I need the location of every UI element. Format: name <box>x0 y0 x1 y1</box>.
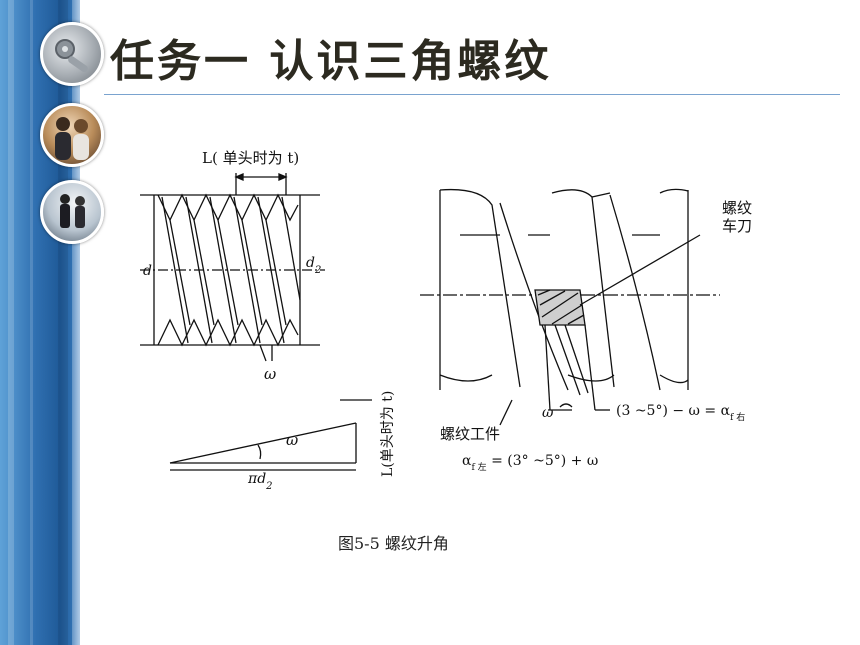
title-divider <box>104 94 840 95</box>
decor-photo-tools <box>40 22 104 86</box>
circumference-symbol: πd <box>247 471 266 487</box>
front-clearance-sub: f 左 <box>471 461 486 473</box>
tools-image <box>55 39 88 73</box>
tool-label-line2: 车刀 <box>722 217 752 235</box>
tool-label-line1: 螺纹 <box>722 199 752 217</box>
band-streak <box>58 0 68 645</box>
page-title: 任务一 认识三角螺纹 <box>110 36 552 87</box>
lead-label: L( 单头时为 t) <box>202 149 299 167</box>
pitch-diameter-subscript: 2 <box>314 265 321 276</box>
band-streak <box>8 0 14 645</box>
decor-photo-people <box>40 103 104 167</box>
circumference-subscript: 2 <box>265 481 272 492</box>
figure-caption: 图5-5 螺纹升角 <box>338 534 449 553</box>
pitch-diameter-label: d2 <box>306 255 321 276</box>
people-image <box>55 117 89 160</box>
sidebar-decoration <box>0 0 80 645</box>
lead-triangle <box>169 399 372 471</box>
band-streak <box>72 0 80 645</box>
circumference-label: πd2 <box>247 471 273 492</box>
back-clearance-formula: (3 ~5°) − ω = αf 右 <box>616 403 745 423</box>
band-streak <box>30 0 33 645</box>
major-diameter-label: d <box>143 263 152 279</box>
tool-angle-label: ω <box>542 405 554 421</box>
front-clearance-formula: αf 左 = (3° ~5°) + ω <box>462 453 598 473</box>
back-clearance-sub: f 右 <box>730 411 745 423</box>
workpiece-label: 螺纹工件 <box>440 425 500 443</box>
threading-tool-view <box>420 188 720 426</box>
screw-side-view <box>140 173 325 362</box>
triangle-angle-label: ω <box>286 431 298 449</box>
thread-lead-angle-figure: L( 单头时为 t) d d2 ω ω πd2 L(单头时为 t) <box>140 149 752 492</box>
back-clearance-expr: (3 ~5°) − ω = α <box>616 403 731 419</box>
business-image <box>60 194 85 228</box>
triangle-lead-label: L(单头时为 t) <box>380 391 396 477</box>
lead-angle-label: ω <box>264 365 276 383</box>
decor-photo-business <box>40 180 104 244</box>
front-clearance-expr: = (3° ~5°) + ω <box>487 453 599 469</box>
pitch-diameter-symbol: d <box>306 255 315 271</box>
front-clearance-alpha: α <box>462 453 472 469</box>
